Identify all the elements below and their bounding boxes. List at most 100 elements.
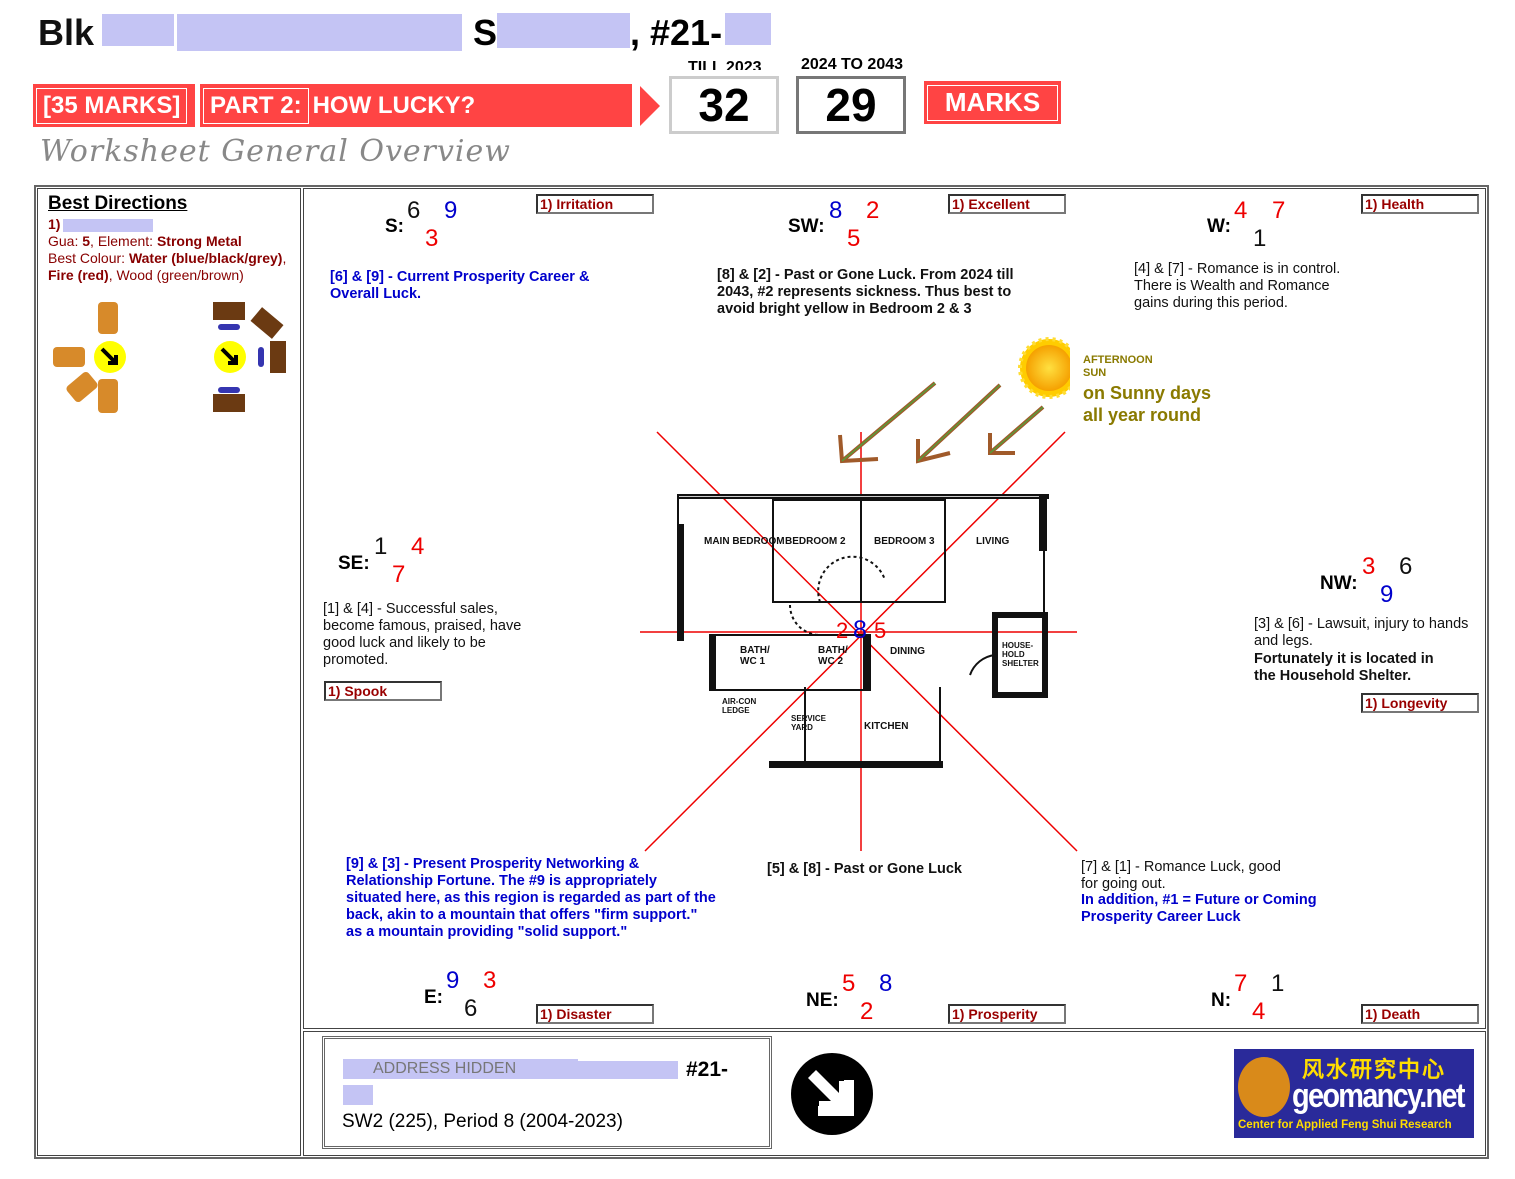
sector-e-tag[interactable]: 1) Disaster — [536, 1004, 654, 1024]
sector-n-star-2: 1 — [1271, 970, 1285, 997]
title-unit: , #21- — [630, 12, 723, 53]
sofa-arrangement-icon — [53, 302, 126, 413]
sector-w-star-1: 4 — [1234, 197, 1248, 224]
sector-s-text: [6] & [9] - Current Prosperity Career & … — [330, 269, 590, 302]
sector-w-text: [4] & [7] - Romance is in control. There… — [1134, 261, 1341, 311]
best-directions-info: 1) Gua: 5, Element: Strong Metal Best Co… — [48, 216, 287, 283]
facing-arrow-icon — [791, 1053, 873, 1135]
score-till-2023: 32 — [669, 76, 779, 134]
sector-n-text: [7] & [1] - Romance Luck, good for going… — [1081, 859, 1281, 892]
sector-sw-star-1: 8 — [829, 197, 843, 224]
sun-ray-arrows — [838, 381, 1045, 464]
redacted-street-2 — [497, 13, 630, 48]
sector-ne-tag[interactable]: 1) Prosperity — [948, 1004, 1066, 1024]
address-hidden-label: ADDRESS HIDDEN — [373, 1060, 517, 1077]
yin-yang-icon — [1238, 1057, 1290, 1117]
sun-icon — [1018, 337, 1070, 399]
sector-e-star-3: 6 — [464, 995, 478, 1022]
title-street-initial: S — [473, 12, 498, 53]
score-2024-2043-label: 2024 TO 2043 — [801, 56, 904, 73]
sector-n-tag[interactable]: 1) Death — [1361, 1004, 1479, 1024]
sector-n-star-3: 4 — [1252, 998, 1266, 1025]
redacted-street — [177, 14, 462, 51]
sector-ne-star-1: 5 — [842, 970, 856, 997]
flying-star-chart — [303, 188, 1486, 1029]
room-bedroom-3: BEDROOM 3 — [874, 536, 935, 547]
best-directions-panel: Best Directions 1) Gua: 5, Element: Stro… — [37, 188, 301, 1156]
best-direction-furniture-diagrams — [53, 302, 286, 413]
redacted-unit — [725, 13, 771, 45]
page-title: Blk — [38, 12, 95, 53]
sector-ne-star-2: 8 — [879, 970, 893, 997]
best-directions-heading: Best Directions — [48, 193, 188, 214]
sector-e-label: E: — [424, 987, 443, 1008]
room-main-bedroom: MAIN BEDROOM — [704, 536, 785, 547]
redacted-address — [343, 1059, 578, 1079]
room-bedroom-2: BEDROOM 2 — [785, 536, 846, 547]
sector-se-star-1: 1 — [374, 533, 388, 560]
redacted-address-2 — [578, 1061, 678, 1079]
sector-e-text: [9] & [3] - Present Prosperity Networkin… — [346, 856, 716, 940]
sector-ne-label: NE: — [806, 990, 839, 1011]
room-dining: DINING — [890, 646, 925, 657]
sector-nw-star-3: 9 — [1380, 581, 1394, 608]
room-service-yard: SERVICE YARD — [791, 714, 826, 732]
sector-s-label: S: — [385, 216, 404, 237]
room-bath-wc-1: BATH/ WC 1 — [740, 645, 770, 667]
sector-s-star-3: 3 — [425, 225, 439, 252]
sector-nw-star-2: 6 — [1399, 553, 1413, 580]
center-star-1: 2 — [836, 618, 849, 643]
sector-nw-star-1: 3 — [1362, 553, 1376, 580]
arrow-right-icon — [640, 86, 660, 126]
marks-badge: [35 MARKS] — [33, 84, 195, 127]
sector-n-star-1: 7 — [1234, 970, 1248, 997]
sector-e-star-2: 3 — [483, 967, 497, 994]
sector-w-label: W: — [1207, 216, 1231, 237]
redacted-name — [63, 218, 154, 232]
sector-w-star-3: 1 — [1253, 225, 1267, 252]
sector-se-star-2: 4 — [411, 533, 425, 560]
sector-nw-tag[interactable]: 1) Longevity — [1361, 693, 1479, 713]
sector-s-star-1: 6 — [407, 197, 421, 224]
sector-s-star-2: 9 — [444, 197, 458, 224]
center-star-3: 5 — [874, 618, 887, 643]
sector-se-tag[interactable]: 1) Spook — [324, 681, 442, 701]
sector-sw-label: SW: — [788, 216, 825, 237]
sector-se-text: [1] & [4] - Successful sales, become fam… — [323, 601, 522, 668]
room-kitchen: KITCHEN — [864, 721, 909, 732]
sector-s-tag[interactable]: 1) Irritation — [536, 194, 654, 214]
sector-n-label: N: — [1211, 990, 1232, 1011]
sector-ne-text: [5] & [8] - Past or Gone Luck — [767, 861, 962, 877]
floor-plan — [677, 494, 1049, 768]
address-unit: #21- — [686, 1058, 729, 1081]
footer-panel — [303, 1031, 1486, 1156]
room-household-shelter: HOUSE-HOLD SHELTER — [1002, 641, 1039, 668]
sector-sw-text: [8] & [2] - Past or Gone Luck. From 2024… — [717, 267, 1014, 317]
sector-nw-text-2: Fortunately it is located in the Househo… — [1254, 651, 1434, 684]
room-aircon-ledge: AIR-CON LEDGE — [722, 697, 757, 715]
marks-button[interactable]: MARKS — [924, 81, 1061, 124]
sector-nw-text: [3] & [6] - Lawsuit, injury to hands and… — [1254, 616, 1469, 649]
sector-se-label: SE: — [338, 553, 370, 574]
sector-sw-star-3: 5 — [847, 225, 861, 252]
redacted-unit-2 — [343, 1085, 373, 1105]
room-living: LIVING — [976, 536, 1010, 547]
sector-se-star-3: 7 — [392, 561, 406, 588]
sector-n-text-2: In addition, #1 = Future or Coming Prosp… — [1081, 892, 1317, 925]
sector-sw-star-2: 2 — [866, 197, 880, 224]
center-star-2: 8 — [853, 616, 867, 644]
sector-ne-star-3: 2 — [860, 998, 874, 1025]
table-arrangement-icon — [213, 302, 286, 412]
address-box: ADDRESS HIDDEN #21- SW2 (225), Period 8 … — [322, 1036, 772, 1149]
sector-sw-tag[interactable]: 1) Excellent — [948, 194, 1066, 214]
redacted-block — [102, 14, 174, 46]
sector-w-tag[interactable]: 1) Health — [1361, 194, 1479, 214]
score-till-2023-label: TILL 2023 — [688, 59, 762, 70]
geomancy-logo: 风水研究中心 geomancy.net Center for Applied F… — [1234, 1049, 1474, 1138]
sector-w-star-2: 7 — [1272, 197, 1286, 224]
worksheet-subtitle: Worksheet General Overview — [40, 134, 511, 169]
room-bath-wc-2: BATH/ WC 2 — [818, 645, 848, 667]
part-banner: PART 2:HOW LUCKY? — [200, 84, 632, 127]
